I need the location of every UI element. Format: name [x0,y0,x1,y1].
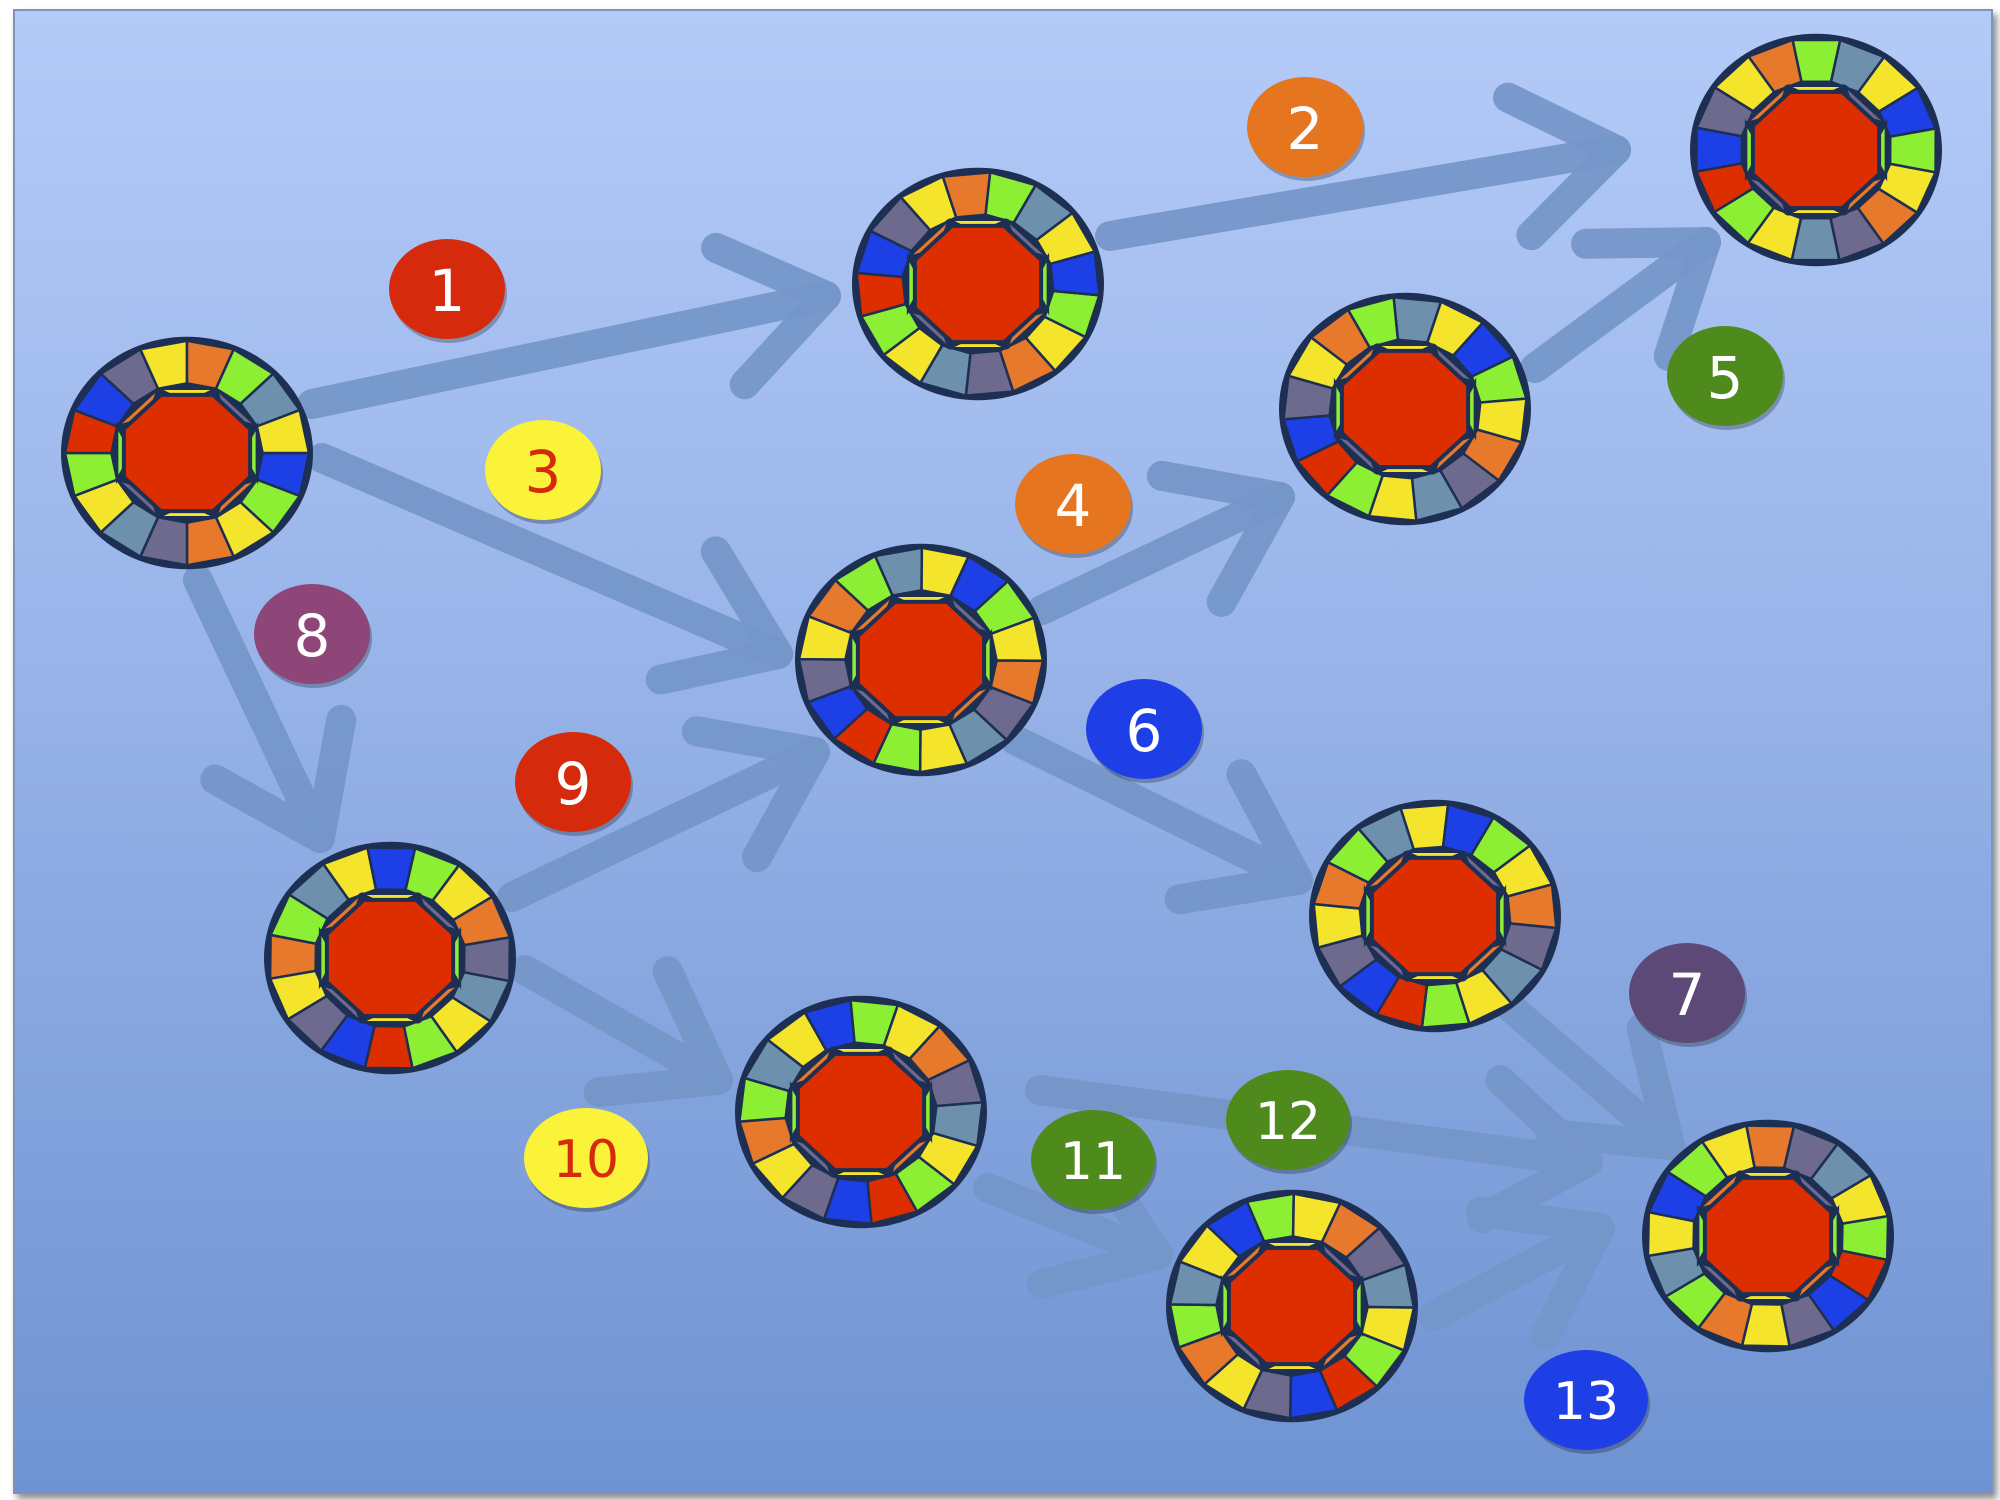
edge-label-13: 13 [1553,1372,1619,1432]
edge-badge-2: 2 [1247,77,1365,181]
gem-icon [795,544,1047,776]
edge-label-2: 2 [1287,95,1324,163]
edge-label-12: 12 [1255,1092,1321,1152]
edge-label-5: 5 [1707,344,1744,412]
edge-badge-13: 13 [1524,1350,1650,1454]
gem-icon [1690,34,1942,266]
edge-label-11: 11 [1060,1132,1126,1192]
edge-badge-4: 4 [1015,454,1133,558]
edge-badge-10: 10 [524,1108,650,1212]
edge-badge-1: 1 [389,239,507,343]
arrow-10 [525,970,718,1092]
gem-icon [1309,800,1561,1032]
gem-icon [1642,1120,1894,1352]
arrow-13 [1433,1212,1600,1335]
edge-badge-3: 3 [485,420,603,524]
arrow-1 [312,248,826,404]
edge-label-4: 4 [1055,472,1092,540]
edge-badge-5: 5 [1667,326,1785,430]
gem-icon [1166,1190,1418,1422]
edge-badge-9: 9 [515,732,633,836]
edge-label-8: 8 [294,602,331,670]
edge-label-3: 3 [525,438,562,506]
gem-icon [735,996,987,1228]
gem-icon [852,168,1104,400]
edge-badge-8: 8 [254,584,372,688]
edge-label-7: 7 [1669,961,1706,1029]
edge-label-6: 6 [1126,697,1163,765]
edge-label-1: 1 [429,257,466,325]
edge-label-9: 9 [555,750,592,818]
gem-icon [1279,293,1531,525]
gem-icon [61,337,313,569]
edge-label-10: 10 [553,1130,619,1190]
edge-badge-12: 12 [1226,1070,1352,1174]
gem-icon [264,842,516,1074]
